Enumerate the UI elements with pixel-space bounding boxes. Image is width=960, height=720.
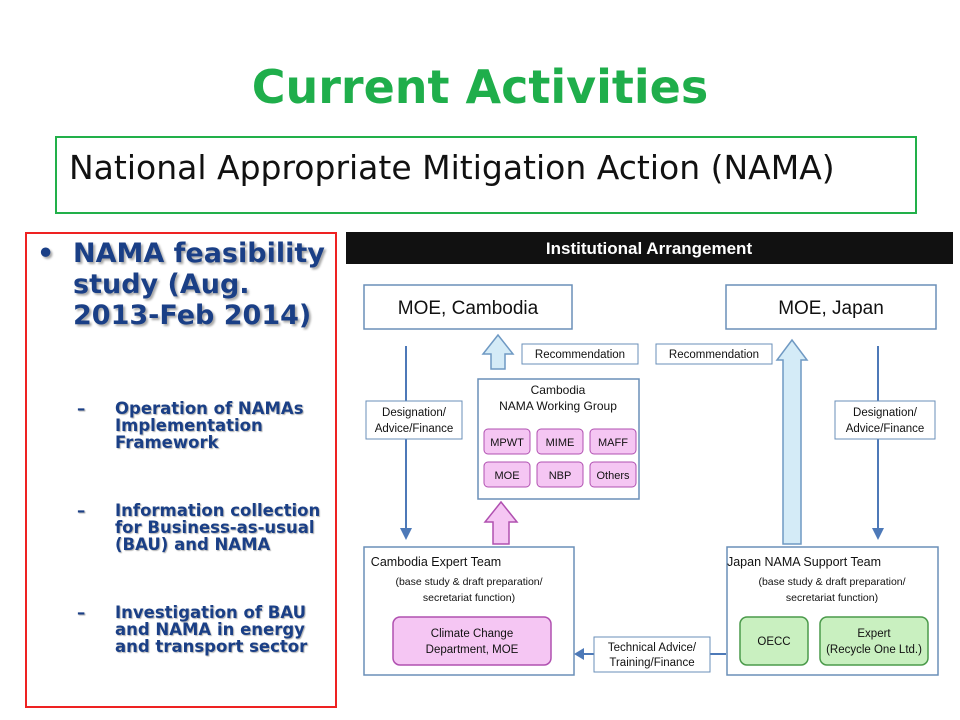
cet-sub2: secretariat function) (423, 592, 515, 604)
tech-line2: Training/Finance (609, 657, 694, 669)
tech-advice-arrowhead (574, 648, 584, 660)
japan-up-arrow (775, 338, 809, 545)
right-down-arrowhead (872, 528, 884, 540)
diagram-header-bar (346, 232, 953, 264)
wg-member-maff: MAFF (598, 437, 628, 449)
oecc-label: OECC (757, 636, 790, 648)
cet-sub1: (base study & draft preparation/ (395, 576, 542, 588)
recommendation-left-label: Recommendation (535, 349, 625, 361)
wg-title-line2: NAMA Working Group (499, 399, 617, 413)
subitem-operation: – Operation of NAMAs Implementation Fram… (77, 400, 339, 451)
moe-japan-box (725, 284, 937, 330)
expert-up-arrow (483, 500, 519, 545)
designation-right-line1: Designation/ (853, 407, 918, 419)
wg-member-others: Others (596, 470, 630, 482)
designation-left-line1: Designation/ (382, 407, 447, 419)
climate-change-dept-box (392, 616, 552, 666)
expert-box (819, 616, 929, 666)
institutional-arrangement-diagram: Institutional Arrangement MOE, Cambodia … (346, 232, 953, 676)
bullet-text: NAMA feasibility study (Aug. 2013-Feb 20… (73, 238, 325, 331)
designation-right-line2: Advice/Finance (846, 423, 925, 435)
slide-title: Current Activities (251, 60, 709, 114)
designation-right-box (834, 400, 936, 440)
bullet-nama-feasibility: • NAMA feasibility study (Aug. 2013-Feb … (37, 238, 337, 331)
moe-cambodia-label: MOE, Cambodia (398, 298, 539, 319)
wg-member-moe-box (483, 461, 531, 488)
dash-icon: – (77, 399, 86, 418)
expert-line2: (Recycle One Ltd.) (826, 644, 922, 656)
wg-member-mime-box (536, 428, 584, 455)
wg-member-maff-box (589, 428, 637, 455)
wg-member-others-box (589, 461, 637, 488)
recommendation-left-box (521, 343, 639, 365)
designation-left-box (365, 400, 463, 440)
oecc-box (739, 616, 809, 666)
slide-subtitle: National Appropriate Mitigation Action (… (69, 148, 835, 187)
wg-title-line1: Cambodia (531, 383, 586, 397)
ccd-line1: Climate Change (431, 628, 513, 640)
wg-member-mime: MIME (546, 437, 575, 449)
jnst-sub2: secretariat function) (786, 592, 878, 604)
wg-member-nbp-box (536, 461, 584, 488)
left-down-arrowhead (400, 528, 412, 540)
wg-up-arrow (481, 333, 515, 370)
recommendation-right-label: Recommendation (669, 349, 759, 361)
subitem-investigation: – Investigation of BAU and NAMA in energ… (77, 604, 339, 655)
jnst-sub1: (base study & draft preparation/ (758, 576, 905, 588)
tech-line1: Technical Advice/ (608, 642, 697, 654)
bullet-icon: • (37, 238, 55, 269)
dash-icon: – (77, 603, 86, 622)
subtitle-box: National Appropriate Mitigation Action (… (55, 136, 917, 214)
recommendation-right-box (655, 343, 773, 365)
wg-member-mpwt: MPWT (490, 437, 524, 449)
subitem-text: Information collection for Business-as-u… (115, 501, 321, 554)
dash-icon: – (77, 501, 86, 520)
ccd-line2: Department, MOE (426, 644, 519, 656)
tech-advice-box (593, 636, 711, 673)
wg-member-nbp: NBP (549, 470, 572, 482)
subitem-information: – Information collection for Business-as… (77, 502, 339, 553)
wg-member-mpwt-box (483, 428, 531, 455)
cet-title: Cambodia Expert Team (371, 555, 501, 569)
diagram-header: Institutional Arrangement (546, 239, 753, 258)
expert-line1: Expert (857, 628, 891, 640)
wg-member-moe: MOE (494, 470, 519, 482)
feasibility-study-panel: • NAMA feasibility study (Aug. 2013-Feb … (25, 232, 337, 708)
designation-left-line2: Advice/Finance (375, 423, 454, 435)
subitem-text: Investigation of BAU and NAMA in energy … (115, 603, 308, 656)
moe-japan-label: MOE, Japan (778, 298, 884, 319)
moe-cambodia-box (363, 284, 573, 330)
subitem-text: Operation of NAMAs Implementation Framew… (115, 399, 304, 452)
jnst-title: Japan NAMA Support Team (727, 555, 881, 569)
